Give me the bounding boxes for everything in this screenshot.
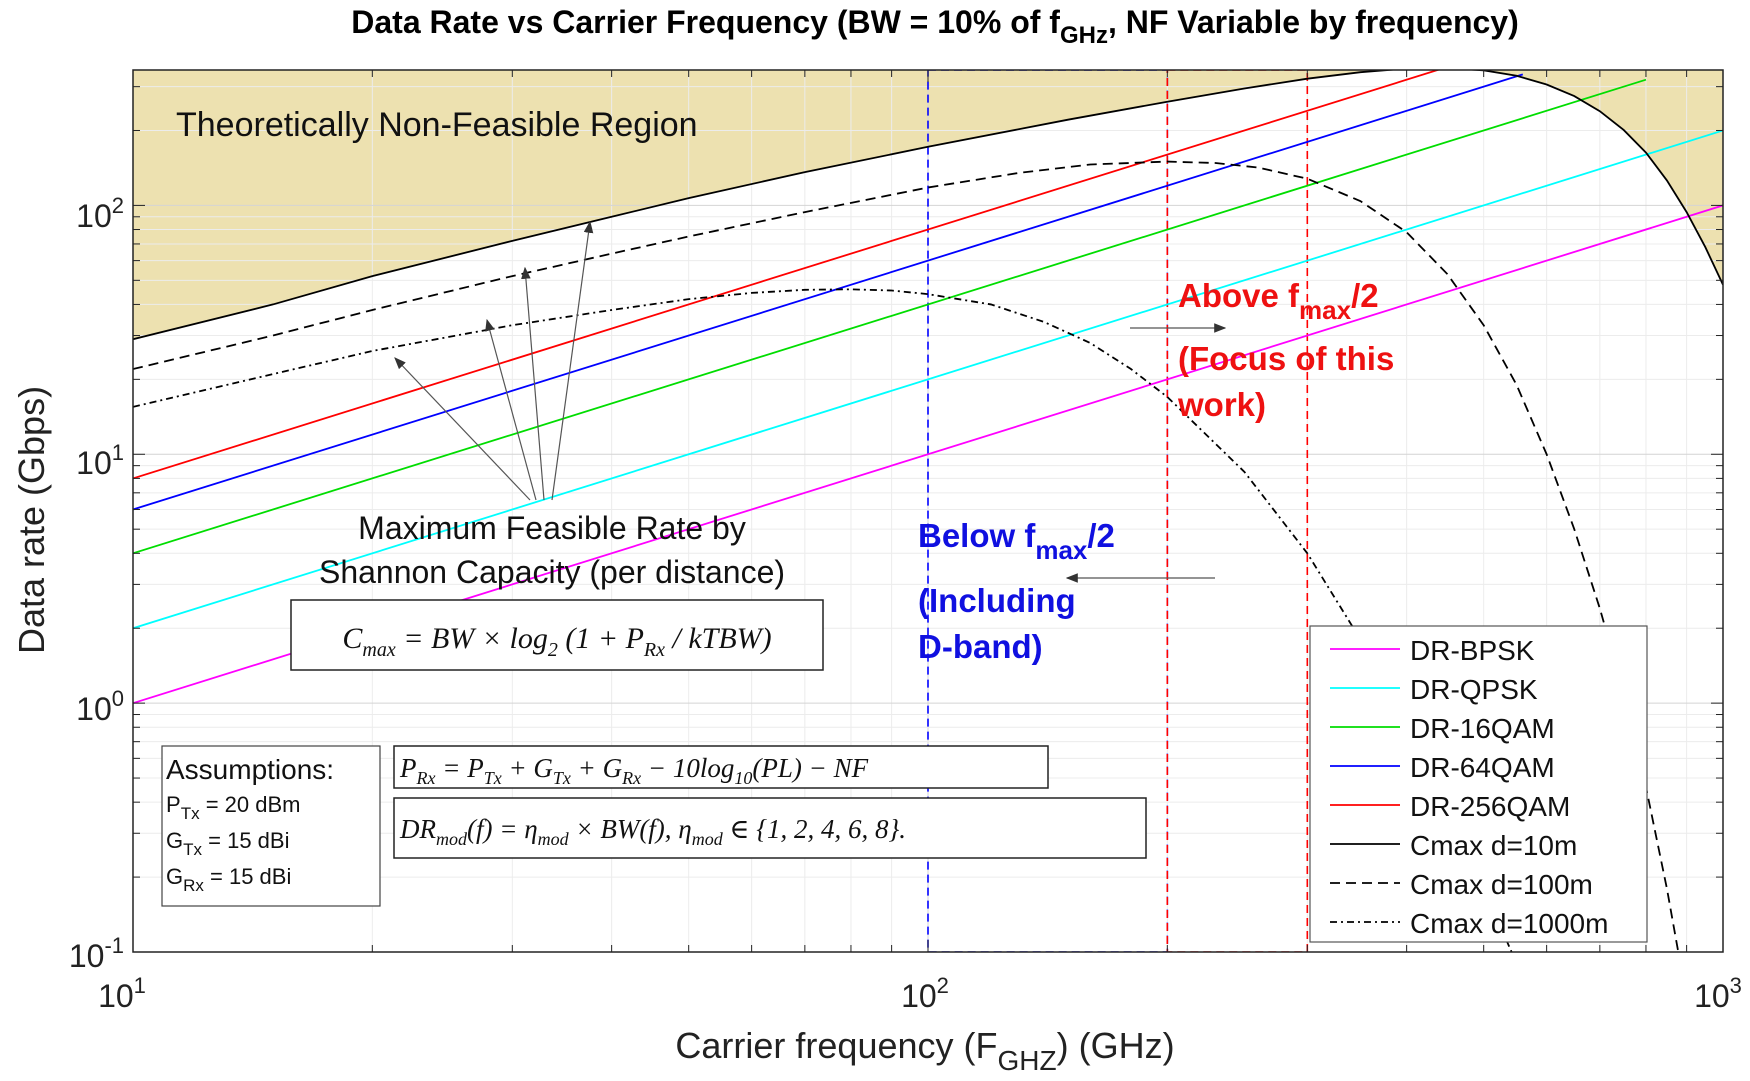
arrow-to-100m-a — [485, 318, 537, 501]
region-label: Theoretically Non-Feasible Region — [176, 106, 698, 144]
dr-equation-box — [393, 797, 1147, 859]
prx-equation: PRx = PTx + GTx + GRx − 10log10(PL) − NF — [399, 753, 869, 788]
assumptions-box — [161, 745, 381, 907]
series-dr-64qam — [133, 73, 1524, 511]
legend-label-dr-64qam: DR-64QAM — [1410, 752, 1555, 783]
below-label-line1: Below fmax/2 — [918, 517, 1115, 565]
above-label-line3: work) — [1177, 386, 1266, 423]
below-label-line3: D-band) — [918, 628, 1043, 665]
title-main: Data Rate vs Carrier Frequency (BW = 10%… — [351, 4, 1060, 40]
y-tick-label-1: 100 — [76, 686, 124, 727]
series-dr-256qam — [133, 70, 1441, 480]
y-tick-label-100: 102 — [76, 193, 124, 234]
above-label-line2: (Focus of this — [1178, 340, 1394, 377]
legend-label-dr-bpsk: DR-BPSK — [1410, 635, 1535, 666]
dr-equation: DRmod(f) = ηmod × BW(f), ηmod ∈ {1, 2, 4… — [399, 814, 906, 849]
cmax-equation: Cmax = BW × log2 (1 + PRx / kTBW) — [342, 622, 771, 661]
assumption-grx: GRx = 15 dBi — [166, 864, 291, 895]
legend-label-dr-16qam: DR-16QAM — [1410, 713, 1555, 744]
x-tick-label-100: 102 — [901, 973, 949, 1014]
below-label-line2: (Including — [918, 582, 1076, 619]
series-dr-qpsk — [133, 129, 1723, 630]
frequency-regions — [927, 70, 1309, 952]
x-axis-label: Carrier frequency (FGHZ) (GHz) — [675, 1025, 1174, 1076]
x-tick-label-10: 101 — [98, 973, 146, 1014]
arrow-to-100m-b — [521, 266, 545, 501]
prx-equation-box — [393, 745, 1049, 789]
title-tail: , NF Variable by frequency) — [1108, 4, 1519, 40]
series-cmax-d-100m — [133, 160, 1680, 952]
shannon-label-line2: Shannon Capacity (per distance) — [319, 554, 785, 590]
above-label-line1: Above fmax/2 — [1178, 277, 1379, 325]
non-feasible-region — [133, 70, 1723, 340]
assumption-gtx: GTx = 15 dBi — [166, 828, 289, 859]
y-tick-label-0.1: 10-1 — [69, 933, 124, 974]
region-box-above — [1166, 70, 1309, 952]
series-dr-16qam — [133, 78, 1647, 555]
y-axis-label: Data rate (Gbps) — [11, 386, 52, 654]
axis-ticks — [133, 70, 1723, 952]
legend-items: DR-BPSK DR-QPSK DR-16QAM DR-64QAM DR-256QAM C… — [1330, 635, 1608, 939]
arrow-to-1000m — [394, 357, 531, 501]
arrow-to-10m — [551, 220, 594, 501]
assumptions-title: Assumptions: — [166, 754, 334, 785]
legend-label-cmax-d-1000m: Cmax d=1000m — [1410, 908, 1608, 939]
cmax-equation-box — [290, 599, 824, 671]
title-sub: GHz — [1060, 22, 1108, 49]
y-tick-label-10: 101 — [76, 440, 124, 481]
assumption-ptx: PTx = 20 dBm — [166, 792, 300, 823]
legend-label-dr-256qam: DR-256QAM — [1410, 791, 1570, 822]
chart-title: Data Rate vs Carrier Frequency (BW = 10%… — [351, 4, 1518, 49]
legend: DR-BPSK DR-QPSK DR-16QAM DR-64QAM DR-256QAM C… — [1309, 625, 1648, 943]
legend-label-dr-qpsk: DR-QPSK — [1410, 674, 1538, 705]
legend-label-cmax-d-100m: Cmax d=100m — [1410, 869, 1593, 900]
shannon-label-line1: Maximum Feasible Rate by — [358, 510, 746, 546]
legend-label-cmax-d-10m: Cmax d=10m — [1410, 830, 1577, 861]
shannon-arrows — [394, 220, 594, 501]
x-tick-label-1000: 103 — [1694, 973, 1742, 1014]
legend-box — [1309, 625, 1648, 943]
